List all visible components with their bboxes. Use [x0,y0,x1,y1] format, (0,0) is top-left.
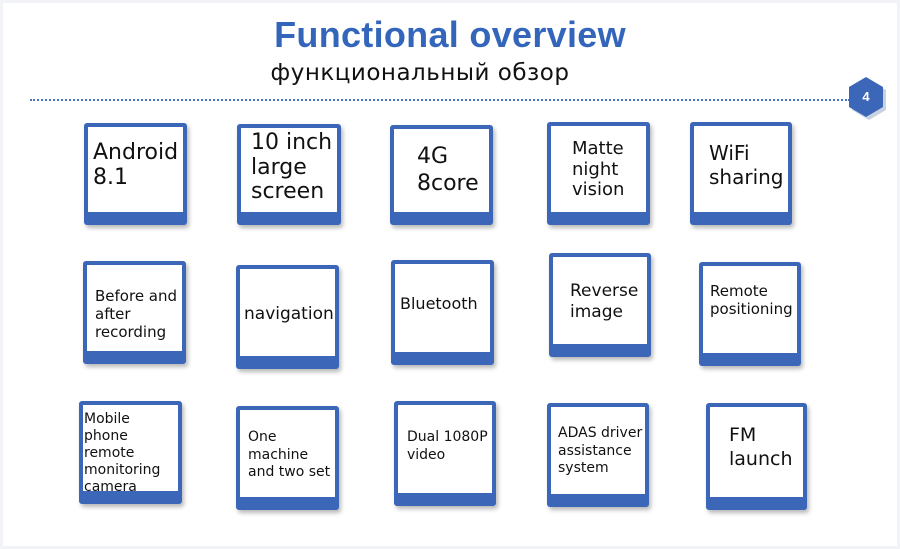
feature-label: One machine and two set [248,429,331,480]
hexagon-icon [849,77,886,120]
feature-card-wifi: WiFi sharing [690,122,792,225]
feature-label: 10 inch large screen [251,130,333,205]
feature-label: ADAS driver assistance system [558,425,643,476]
feature-label: Before and after recording [95,287,178,341]
feature-card-recording: Before and after recording [83,261,186,364]
feature-card-night-vision: Matte night vision [547,122,650,225]
feature-card-screen: 10 inch large screen [237,124,341,225]
feature-label: Android 8.1 [93,140,179,190]
feature-card-navigation: navigation [236,265,339,369]
feature-card-fm: FM launch [706,403,807,510]
feature-card-remote-monitoring: Mobile phone remote monitoring camera [79,401,182,504]
page-title: Functional overview [274,14,626,55]
feature-card-4g: 4G 8core [390,125,493,225]
feature-label: FM launch [729,424,793,470]
feature-label: WiFi sharing [709,141,784,189]
feature-label: Remote positioning [710,282,793,318]
feature-label: Dual 1080P video [407,429,488,463]
feature-card-android: Android 8.1 [84,123,187,225]
feature-label: 4G 8core [417,144,479,196]
page-number: 4 [862,89,870,104]
feature-card-bluetooth: Bluetooth [391,260,494,365]
page-subtitle: функциональный обзор [270,60,570,86]
feature-label: Bluetooth [400,294,478,313]
page-number-badge: 4 [846,77,890,121]
feature-card-positioning: Remote positioning [699,262,801,366]
feature-card-dual-video: Dual 1080P video [394,401,496,506]
feature-label: Matte night vision [572,138,625,201]
feature-card-reverse-image: Reverse image [549,253,651,357]
feature-label: Mobile phone remote monitoring camera [84,411,161,496]
dotted-divider [30,99,850,101]
feature-label: navigation [244,304,334,324]
feature-label: Reverse image [570,281,639,322]
feature-card-two-set: One machine and two set [236,406,339,510]
feature-card-adas: ADAS driver assistance system [547,403,649,507]
